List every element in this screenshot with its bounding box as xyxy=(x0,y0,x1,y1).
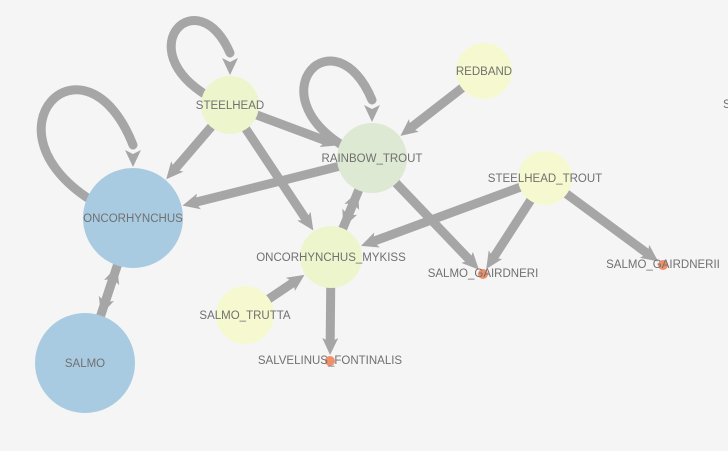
edge-salmo-trutta-to-oncorhynchus-mykiss-arrow xyxy=(285,274,305,292)
node-label-salmo-gairdnerii: SALMO_GAIRDNERII xyxy=(606,259,720,271)
node-salmo-trutta[interactable] xyxy=(216,286,274,344)
node-label-salmo-gairdneri: SALMO_GAIRDNERI xyxy=(428,268,539,280)
node-salvelinus-fontinalis[interactable] xyxy=(325,356,335,366)
node-label-salvelinus-fontinalis: SALVELINUS_FONTINALIS xyxy=(258,355,403,367)
edge-oncorhynchus-mykiss-to-salvelinus-fontinalis-arrow xyxy=(322,337,339,356)
node-label-salmo: SALMO xyxy=(65,358,105,370)
edge-steelhead-trout-to-oncorhynchus-mykiss-arrow xyxy=(361,232,380,248)
edge-steelhead-trout-to-salmo-gairdneri[interactable] xyxy=(489,187,541,262)
edge-steelhead-trout-to-salmo-gairdneri-arrow xyxy=(486,250,503,269)
node-steelhead-trout[interactable] xyxy=(518,151,572,205)
edge-salmo-to-oncorhynchus-arrow xyxy=(104,266,120,286)
labels-layer: ONCORHYNCHUS SALMO STEELHEAD RAINBOW_TROUT R… xyxy=(65,66,720,370)
edge-rainbow-trout-to-rainbow-trout-arrow xyxy=(364,105,380,122)
edge-rainbow-trout-to-oncorhynchus[interactable] xyxy=(191,158,357,207)
edge-rainbow-trout-to-rainbow-trout[interactable] xyxy=(299,56,377,152)
edge-rainbow-trout-to-salmo-gairdneri[interactable] xyxy=(382,168,474,265)
node-oncorhynchus-mykiss[interactable] xyxy=(300,226,362,288)
edge-steelhead-to-steelhead[interactable] xyxy=(166,16,235,101)
node-label-oncorhynchus: ONCORHYNCHUS xyxy=(83,213,183,225)
node-salmo-gairdnerii[interactable] xyxy=(658,260,668,270)
edge-steelhead-to-oncorhynchus-mykiss-arrow xyxy=(297,211,314,231)
clipped-edge-label: S xyxy=(723,99,728,111)
edge-rainbow-trout-to-salmo-gairdneri-arrow xyxy=(461,251,479,270)
node-rainbow-trout[interactable] xyxy=(337,123,407,193)
node-redband[interactable] xyxy=(456,43,512,99)
node-label-redband: REDBAND xyxy=(456,66,512,78)
edge-steelhead-trout-to-oncorhynchus-mykiss[interactable] xyxy=(369,179,535,246)
edge-redband-to-rainbow-trout[interactable] xyxy=(406,76,476,132)
node-oncorhynchus[interactable] xyxy=(83,168,183,268)
edge-redband-to-rainbow-trout-arrow xyxy=(400,119,419,136)
node-salmo-gairdneri[interactable] xyxy=(478,269,488,279)
edge-steelhead-to-oncorhynchus-mykiss[interactable] xyxy=(235,114,311,224)
edge-steelhead-trout-to-salmo-gairdnerii-arrow xyxy=(639,244,659,262)
node-label-rainbow-trout: RAINBOW_TROUT xyxy=(322,153,423,165)
nodes-layer xyxy=(35,43,668,413)
node-salmo[interactable] xyxy=(35,313,135,413)
node-label-oncorhynchus-mykiss: ONCORHYNCHUS_MYKISS xyxy=(256,252,406,264)
edge-oncorhynchus-mykiss-to-rainbow-trout-arrow xyxy=(344,191,360,211)
edge-steelhead-trout-to-salmo-gairdnerii[interactable] xyxy=(553,183,652,258)
node-label-steelhead: STEELHEAD xyxy=(196,100,264,112)
edge-rainbow-trout-to-oncorhynchus-arrow xyxy=(182,193,201,210)
edge-steelhead-to-rainbow-trout-arrow xyxy=(319,131,339,147)
edge-steelhead-to-steelhead-arrow xyxy=(222,58,238,75)
edge-oncorhynchus-to-oncorhynchus-arrow xyxy=(125,150,141,167)
node-steelhead[interactable] xyxy=(201,76,259,134)
edge-steelhead-to-rainbow-trout[interactable] xyxy=(241,106,330,146)
edge-steelhead-to-oncorhynchus-arrow xyxy=(166,161,184,180)
node-label-salmo-trutta: SALMO_TRUTTA xyxy=(199,310,290,322)
node-label-steelhead-trout: STEELHEAD_TROUT xyxy=(488,173,602,185)
edge-oncorhynchus-to-oncorhynchus[interactable] xyxy=(36,85,138,208)
